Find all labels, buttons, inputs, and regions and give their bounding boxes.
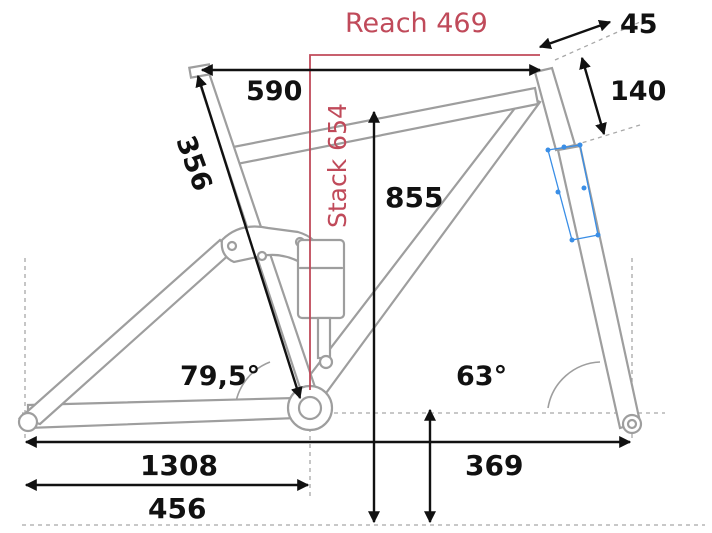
head-angle-arc xyxy=(547,361,601,409)
headset-point xyxy=(569,237,575,243)
rocker-pivot-1 xyxy=(226,240,238,252)
headset-point xyxy=(581,185,587,191)
head-tube-label: 140 xyxy=(610,76,666,107)
rear-dropout xyxy=(17,411,39,433)
headset-point xyxy=(577,142,583,148)
head-angle-label: 63° xyxy=(456,361,507,392)
front-dropout-inner xyxy=(626,418,638,430)
headset-point xyxy=(555,189,561,195)
head-offset-label: 45 xyxy=(620,9,658,40)
seat-stay xyxy=(17,238,234,426)
seat-tube-arrow xyxy=(195,74,303,400)
chainstay-label: 456 xyxy=(148,492,206,525)
seat-angle-label: 79,5° xyxy=(180,361,260,392)
rocker-pivot-2 xyxy=(256,250,268,262)
chainstay xyxy=(26,396,300,430)
wheelbase-label: 1308 xyxy=(140,449,218,482)
head-tube xyxy=(533,66,577,152)
head-tube-arrow xyxy=(579,56,607,136)
headset-point xyxy=(545,147,551,153)
bb-height-label: 855 xyxy=(385,181,443,214)
reach-stack-outline xyxy=(309,54,540,390)
dimension-arrows xyxy=(24,19,632,524)
head-offset-arrow xyxy=(538,19,612,50)
headset-marker xyxy=(545,142,601,243)
front-center-label: 369 xyxy=(465,449,523,482)
shock-shaft xyxy=(316,316,332,360)
shock-body xyxy=(296,238,346,320)
fork-leg xyxy=(556,144,642,430)
headset-point xyxy=(595,232,601,238)
top-tube-label: 590 xyxy=(246,76,302,107)
stack-label: Stack 654 xyxy=(323,103,352,228)
shock-mount xyxy=(318,354,334,370)
head-bottom-extension xyxy=(574,124,641,146)
headset-point xyxy=(561,144,567,150)
seat-tube-label: 356 xyxy=(169,132,217,196)
reach-label: Reach 469 xyxy=(345,8,488,39)
bottom-bracket-inner xyxy=(297,395,323,421)
